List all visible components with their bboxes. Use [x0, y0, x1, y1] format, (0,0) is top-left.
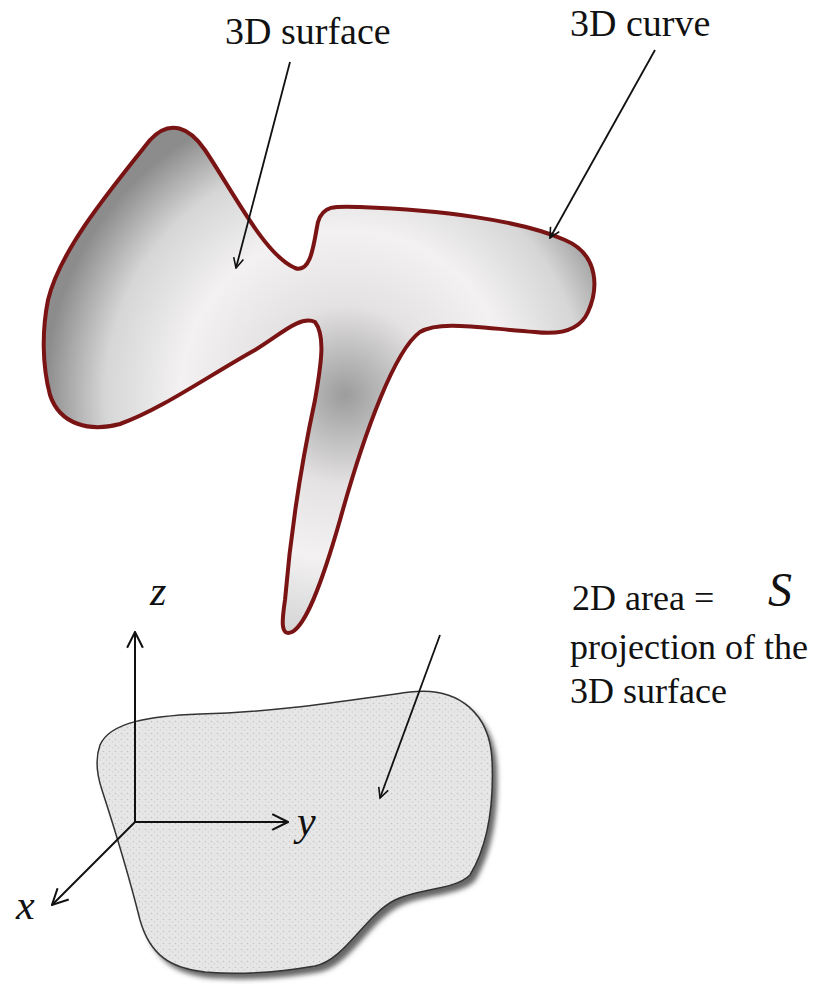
curve-label: 3D curve — [570, 4, 710, 42]
surface-shape — [44, 128, 595, 633]
leader-arrow — [380, 635, 440, 798]
area-symbol: S — [768, 566, 792, 614]
area-label: 2D area = — [572, 580, 714, 616]
axis-label: y — [297, 800, 316, 842]
axis-label: z — [150, 570, 166, 612]
surface-label: 3D surface — [225, 12, 391, 50]
z-axis — [134, 632, 136, 822]
projection-label: projection of the 3D surface — [570, 626, 818, 714]
axis-label: x — [16, 884, 35, 926]
projection-area — [97, 691, 492, 973]
x-axis — [52, 822, 135, 905]
y-axis — [135, 821, 288, 823]
leader-arrow — [550, 50, 655, 238]
leader-arrow — [236, 62, 290, 268]
